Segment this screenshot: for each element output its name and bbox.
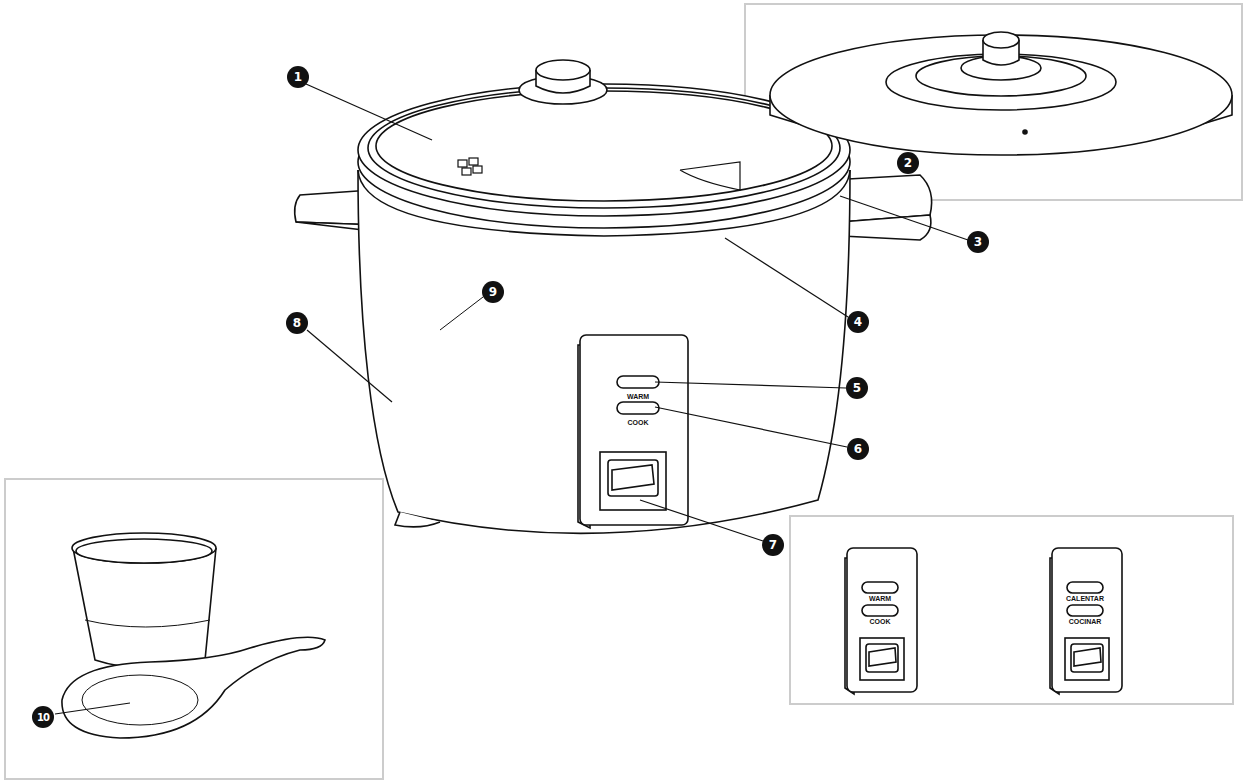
button-label: COOK — [628, 419, 649, 426]
callout-number: 6 — [847, 438, 869, 460]
callout-number: 2 — [897, 152, 919, 174]
callout-number: 10 — [32, 706, 54, 728]
button-label: WARM — [869, 595, 891, 602]
control-panel — [578, 335, 688, 528]
callout-number: 4 — [847, 311, 869, 333]
lid — [770, 32, 1232, 155]
callout-number: 7 — [762, 534, 784, 556]
inset-frame — [5, 479, 383, 779]
button-label: COOK — [870, 618, 891, 625]
callout-number: 8 — [286, 312, 308, 334]
button-label: CALENTAR — [1066, 595, 1104, 602]
callout-number: 1 — [287, 66, 309, 88]
callout-number: 9 — [482, 281, 504, 303]
callout-number: 5 — [846, 377, 868, 399]
leader-line — [55, 84, 968, 714]
button-label: WARM — [627, 393, 649, 400]
control-panel-variant — [845, 548, 1122, 694]
callout-number: 3 — [967, 231, 989, 253]
inset-frame — [790, 516, 1233, 704]
button-label: COCINAR — [1069, 618, 1102, 625]
rice-paddle — [62, 637, 325, 738]
measuring-cup — [72, 533, 216, 668]
